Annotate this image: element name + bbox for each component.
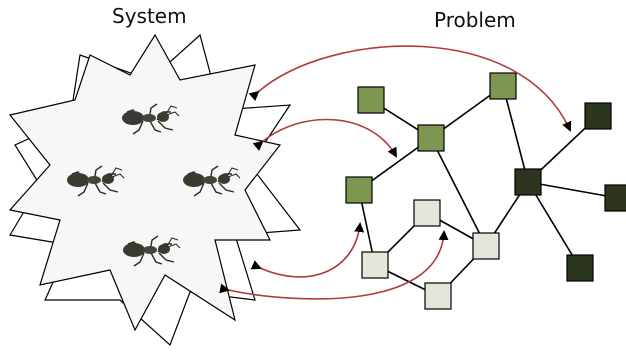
node-green xyxy=(357,86,385,114)
system-label: System xyxy=(112,4,187,28)
arrow-bottom xyxy=(219,230,449,300)
node-green xyxy=(345,176,373,204)
graph-nodes xyxy=(345,72,626,310)
mapping-arrows xyxy=(219,45,572,300)
node-green xyxy=(417,124,445,152)
node-light xyxy=(413,199,441,227)
node-light xyxy=(361,251,389,279)
problem-label: Problem xyxy=(434,8,516,32)
node-dark xyxy=(604,184,626,212)
node-light xyxy=(424,282,452,310)
system-star-front xyxy=(8,33,282,332)
arrow-upper-mid xyxy=(252,118,397,158)
node-dark xyxy=(566,254,594,282)
node-green xyxy=(489,72,517,100)
node-dark xyxy=(584,102,612,130)
node-dark xyxy=(514,168,542,196)
node-light xyxy=(472,232,500,260)
arrow-top xyxy=(248,45,572,132)
